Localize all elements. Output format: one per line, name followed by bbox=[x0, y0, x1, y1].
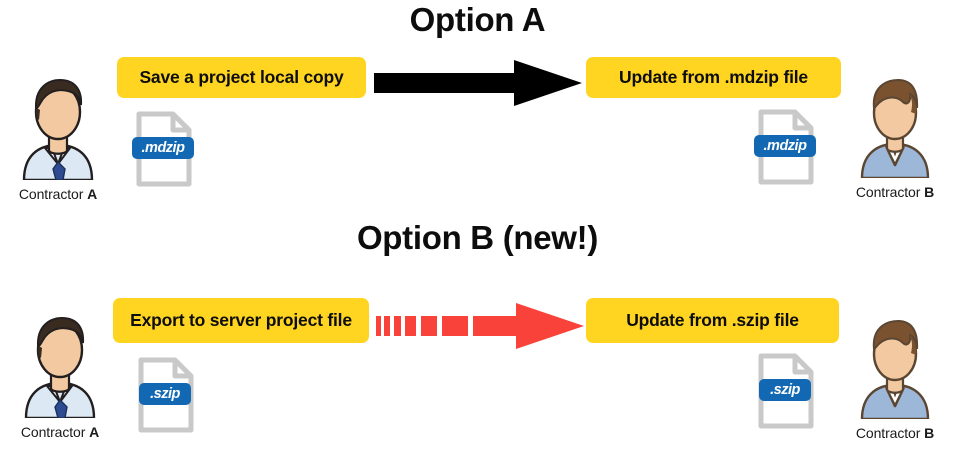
person-avatar-icon bbox=[860, 319, 930, 421]
section-title-option-b: Option B (new!) bbox=[356, 219, 599, 256]
file-extension-badge: .szip bbox=[139, 383, 191, 405]
avatar-label-contractor-b-top: Contractor B bbox=[845, 184, 945, 200]
avatar-name-suffix: B bbox=[924, 425, 935, 441]
arrow-option-a bbox=[374, 60, 582, 106]
arrow-option-b bbox=[376, 303, 584, 349]
section-title-option-a: Option A bbox=[409, 1, 546, 38]
file-extension-badge: .mdzip bbox=[754, 135, 816, 157]
action-box-label: Save a project local copy bbox=[139, 67, 344, 87]
avatar-name-suffix: A bbox=[87, 186, 98, 202]
avatar-name-prefix: Contractor bbox=[855, 425, 921, 441]
avatar-label-contractor-a-top: Contractor A bbox=[8, 186, 108, 202]
action-box-label: Export to server project file bbox=[130, 310, 352, 330]
avatar-contractor-b-top: Contractor B bbox=[845, 74, 945, 200]
file-icon-szip-right: .szip bbox=[753, 352, 819, 435]
avatar-contractor-a-bottom: Contractor A bbox=[10, 310, 110, 440]
file-icon-mdzip-right: .mdzip bbox=[753, 108, 819, 191]
action-box-update-from-mdzip[interactable]: Update from .mdzip file bbox=[586, 57, 841, 98]
file-extension-badge: .mdzip bbox=[132, 137, 194, 159]
person-avatar-icon bbox=[24, 316, 96, 420]
action-box-label: Update from .mdzip file bbox=[619, 67, 808, 87]
avatar-label-contractor-b-bottom: Contractor B bbox=[845, 425, 945, 441]
file-icon-szip-left: .szip bbox=[133, 356, 199, 439]
person-avatar-icon bbox=[860, 78, 930, 180]
person-avatar-icon bbox=[22, 78, 94, 182]
file-icon-mdzip-left: .mdzip bbox=[131, 110, 197, 193]
action-box-save-local-copy[interactable]: Save a project local copy bbox=[117, 57, 366, 98]
avatar-name-prefix: Contractor bbox=[18, 186, 84, 202]
action-box-update-from-szip[interactable]: Update from .szip file bbox=[586, 298, 839, 343]
avatar-name-suffix: A bbox=[89, 424, 100, 440]
avatar-contractor-a-top: Contractor A bbox=[8, 72, 108, 202]
avatar-contractor-b-bottom: Contractor B bbox=[845, 315, 945, 441]
arrow-right-solid-icon bbox=[374, 60, 582, 106]
file-extension-badge: .szip bbox=[759, 379, 811, 401]
arrow-right-dashed-icon bbox=[376, 303, 584, 349]
avatar-label-contractor-a-bottom: Contractor A bbox=[10, 424, 110, 440]
avatar-name-suffix: B bbox=[924, 184, 935, 200]
avatar-name-prefix: Contractor bbox=[20, 424, 86, 440]
action-box-export-server-project[interactable]: Export to server project file bbox=[113, 298, 369, 343]
action-box-label: Update from .szip file bbox=[626, 310, 799, 330]
avatar-name-prefix: Contractor bbox=[855, 184, 921, 200]
